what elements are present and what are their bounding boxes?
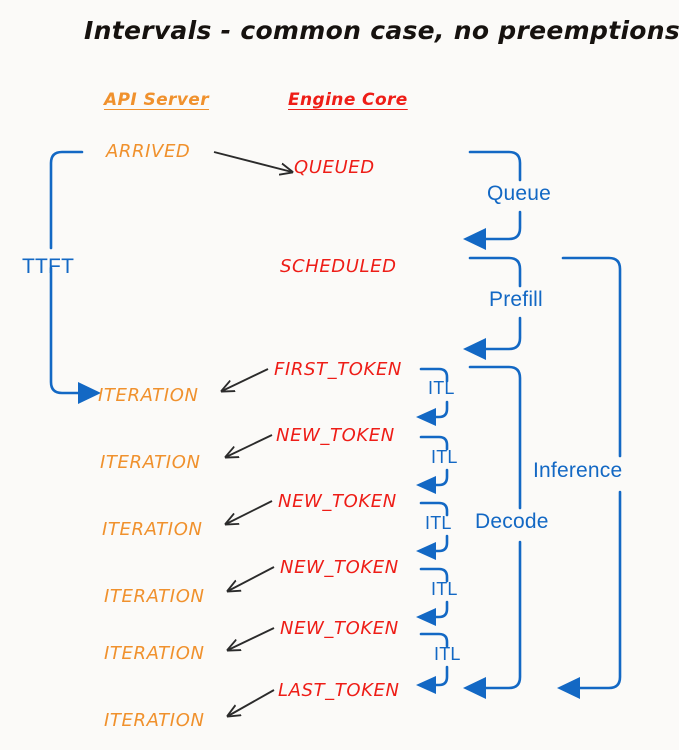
event-queued: QUEUED [294,157,375,178]
itl-arrowhead-2 [416,476,436,494]
arrow-last-token-to-iteration [228,689,275,716]
column-header-engine-core: Engine Core [288,90,408,110]
interval-label-itl-3: ITL [425,513,452,533]
event-iteration-4: ITERATION [104,586,205,607]
event-iteration-3: ITERATION [102,519,203,540]
interval-label-itl-4: ITL [431,579,458,599]
event-iteration-2: ITERATION [100,452,201,473]
itl-arrowhead-5 [416,676,436,694]
interval-label-prefill: Prefill [489,288,543,311]
interval-label-queue: Queue [487,182,552,205]
event-new-token-2: NEW_TOKEN [278,491,397,512]
event-new-token-1: NEW_TOKEN [276,425,395,446]
event-arrived: ARRIVED [106,141,191,162]
inference-arrowhead [557,677,580,699]
arrow-new-token-to-iteration-1 [226,434,273,457]
interval-label-ttft: TTFT [22,255,75,278]
event-iteration-5: ITERATION [104,643,205,664]
event-iteration-1: ITERATION [98,385,199,406]
arrow-arrived-to-queued [213,151,292,172]
itl-arrowhead-4 [416,608,436,626]
itl-arrowhead-1 [416,408,436,426]
arrow-new-token-to-iteration-3 [228,566,275,591]
event-new-token-4: NEW_TOKEN [280,618,399,639]
interval-label-decode: Decode [475,510,549,533]
interval-label-itl-1: ITL [428,378,455,398]
page-title: Intervals - common case, no preemptions [84,16,679,45]
arrow-first-token-to-iteration [222,368,269,391]
interval-label-inference: Inference [533,459,623,482]
prefill-arrowhead [463,338,486,360]
arrow-new-token-to-iteration-4 [228,627,275,650]
column-header-api-server: API Server [104,90,210,110]
event-scheduled: SCHEDULED [280,256,397,277]
interval-label-itl-5: ITL [434,644,461,664]
arrow-new-token-to-iteration-2 [226,500,273,524]
event-iteration-6: ITERATION [104,710,205,731]
event-last-token: LAST_TOKEN [278,680,400,701]
event-new-token-3: NEW_TOKEN [280,557,399,578]
queue-arrowhead [463,228,486,250]
decode-arrowhead [463,677,486,699]
event-first-token: FIRST_TOKEN [274,359,402,380]
itl-arrowhead-3 [416,542,436,560]
interval-label-itl-2: ITL [431,447,458,467]
